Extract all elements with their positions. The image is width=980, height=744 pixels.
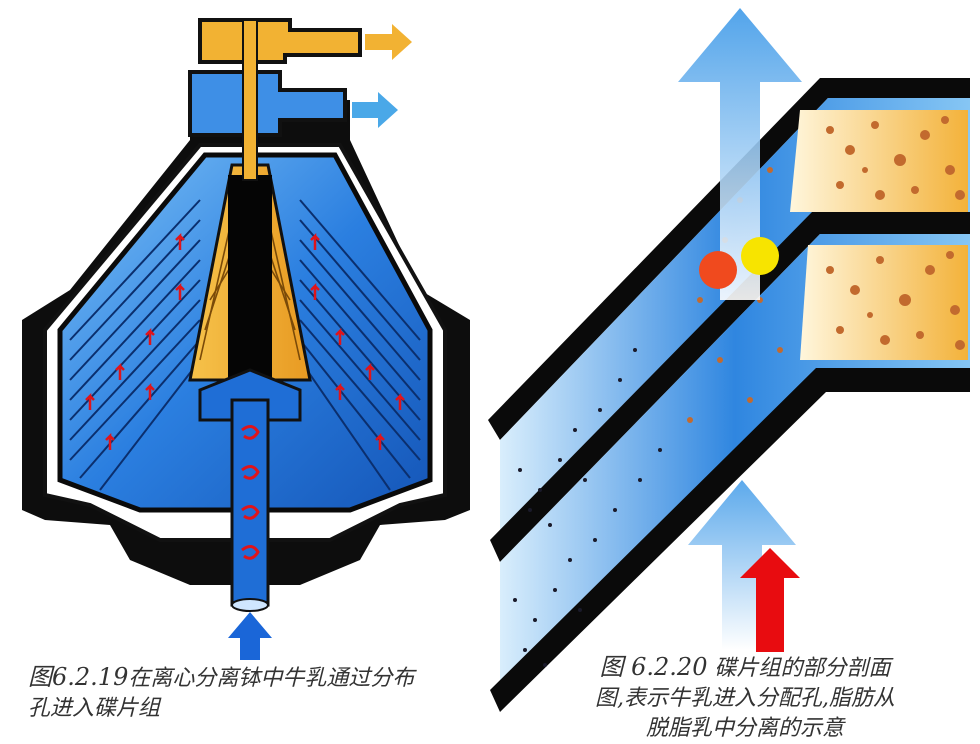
marker-yellow-dot — [741, 237, 779, 275]
distributor-base — [198, 368, 302, 422]
caption-line: 在离心分离钵中牛乳通过分布 — [128, 666, 415, 691]
caption-figure-6-2-19: 图6.2.19在离心分离钵中牛乳通过分布 孔进入碟片组 — [28, 662, 488, 724]
milk-inlet-arrow — [228, 612, 272, 660]
skim-out-arrow — [352, 92, 398, 128]
milk-red-arrow — [740, 548, 800, 652]
separator-bowl-diagram — [22, 18, 470, 660]
caption-figure-6-2-20: 图 6.2.20 碟片组的部分剖面 图,表示牛乳进入分配孔,脂肪从 脱脂乳中分离… — [520, 652, 970, 744]
skim-outlet-housing — [188, 70, 347, 137]
marker-red-dot — [699, 251, 737, 289]
central-hub — [228, 175, 272, 395]
flow-arrows-right — [310, 232, 405, 450]
caption-line: 脱脂乳中分离的示意 — [645, 716, 844, 741]
cream-out-arrow — [365, 24, 412, 60]
center-shaft — [242, 19, 258, 181]
caption-number: 图6.2.19 — [28, 663, 129, 691]
feed-spiral — [241, 425, 260, 560]
flow-arrows-left — [85, 232, 185, 450]
caption-number: 图 6.2.20 — [599, 653, 708, 681]
cream-outlet-housing — [198, 18, 362, 64]
milk-feed-pipe — [230, 398, 270, 607]
milk-up-arrow — [688, 480, 796, 650]
feed-pipe-end — [231, 598, 269, 612]
skim-up-arrow — [678, 8, 802, 300]
fat-globules — [687, 116, 965, 423]
caption-line: 碟片组的部分剖面 — [714, 656, 891, 681]
caption-line: 孔进入碟片组 — [28, 696, 161, 721]
skim-particles — [513, 348, 662, 667]
disc-section-diagram — [488, 8, 970, 712]
caption-line: 图,表示牛乳进入分配孔,脂肪从 — [595, 686, 895, 711]
